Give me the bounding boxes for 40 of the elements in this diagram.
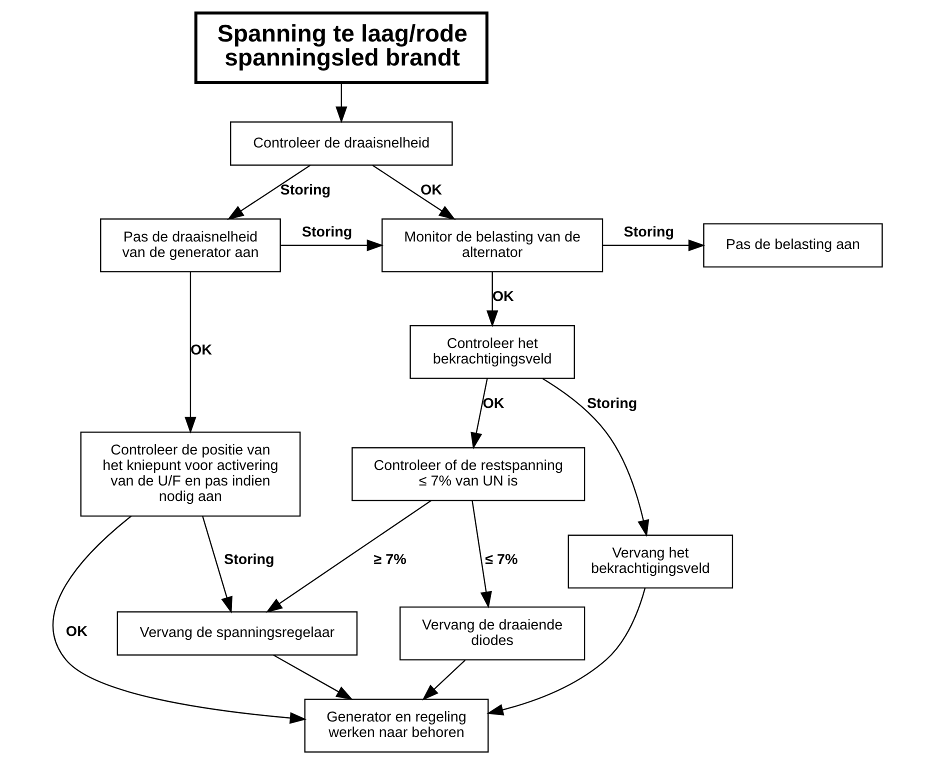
node-box: Spanning te laag/rode spanningsled brandt [194,11,488,84]
arrow [422,660,466,700]
edge-label: Storing [586,396,637,412]
node-box: Controleer het bekrachtigingsveld [409,325,574,379]
node-box: Controleer de positie van het kniepunt voor activering van de U/F en pas indien nodig aan [80,432,300,517]
node-box: Monitor de belasting van de alternator [381,218,603,272]
arrow [202,516,232,614]
node-box: Generator en regeling werken naar behoren [304,698,488,753]
node-box: Controleer de draaisnelheid [230,121,452,166]
edge-label: OK [482,396,504,412]
arrow [272,654,352,700]
edge-label: OK [65,624,87,640]
arrow [470,378,488,450]
arrow [335,82,347,124]
node-box: Vervang het bekrachtigingsveld [567,534,733,589]
edge-label: Storing [224,552,274,568]
arrow [184,272,196,434]
node-box: Controleer of de restspanning ≤ 7% van UN is [351,447,585,502]
edge-label: ≥ 7% [373,552,406,568]
edge-label: ≤ 7% [484,552,518,568]
arrow [542,378,649,537]
arrow [486,588,646,716]
node-box: Vervang de spanningsregelaar [116,611,358,656]
edge-label: OK [420,182,442,199]
arrow [486,272,498,328]
arrow [280,239,384,252]
arrow [602,239,705,252]
edge-label: Storing [301,224,352,240]
arrow [52,516,306,724]
edge-label: OK [190,342,212,358]
edge-label: OK [492,289,514,306]
edge-label: Storing [623,224,674,240]
arrow [226,164,310,220]
node-box: Vervang de draaiende diodes [399,606,585,660]
arrow [471,500,492,608]
node-box: Pas de belasting aan [702,223,882,268]
arrow [372,164,456,220]
edge-label: Storing [280,182,330,199]
arrow [265,500,432,613]
node-box: Pas de draaisnelheid van de generator aan [100,218,280,272]
